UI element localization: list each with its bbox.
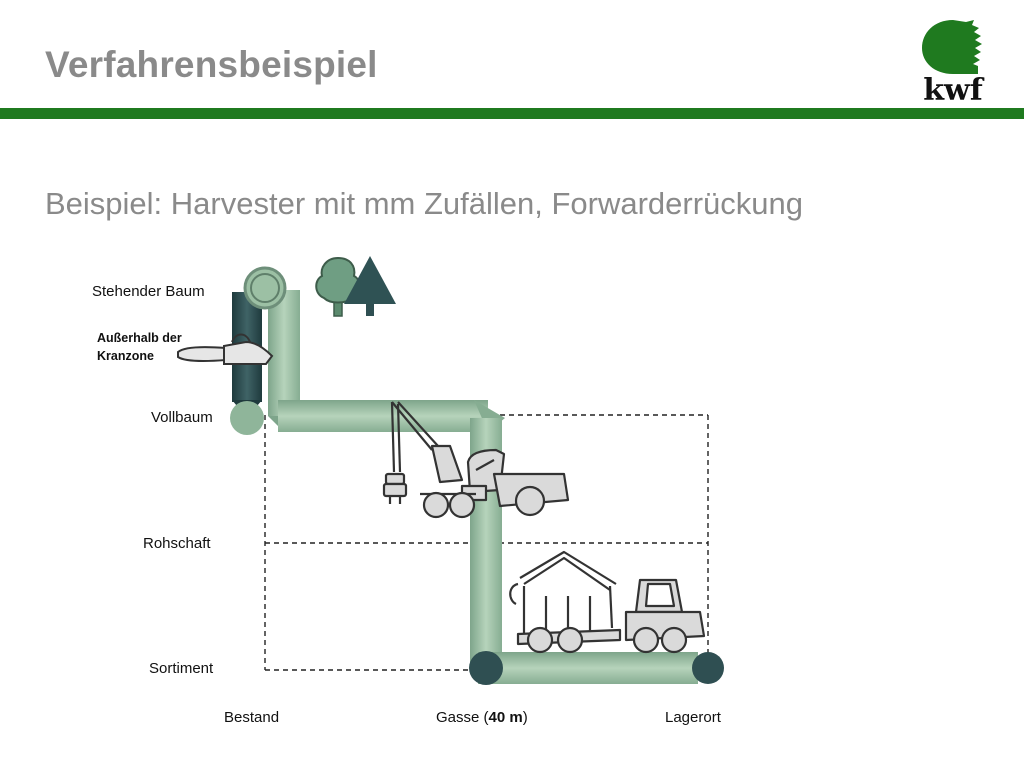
harvester-icon: [382, 401, 570, 519]
label-lagerort: Lagerort: [665, 709, 721, 726]
kwf-logo: kwf: [922, 20, 985, 104]
deciduous-tree-icon: [315, 256, 361, 317]
gasse-distance: 40 m: [488, 709, 523, 726]
label-ausserhalb-line2: Kranzone: [97, 349, 154, 363]
conifer-tree-icon: [344, 256, 396, 316]
label-bestand: Bestand: [224, 709, 280, 726]
label-ausserhalb-line1: Außerhalb der: [97, 331, 182, 345]
label-ausserhalb-kranzone: Außerhalb der Kranzone: [97, 329, 182, 365]
forwarder-icon: [509, 550, 706, 654]
label-sortiment: Sortiment: [149, 660, 214, 677]
tree-icons: [315, 256, 396, 317]
subtitle: Beispiel: Harvester mit mm Zufällen, For…: [45, 186, 804, 221]
dashed-grid: [264, 414, 709, 671]
gasse-node: [469, 651, 503, 685]
page-title: Verfahrensbeispiel: [45, 44, 378, 85]
header-divider: [0, 108, 1024, 119]
label-vollbaum: Vollbaum: [151, 409, 213, 426]
lagerort-node: [692, 652, 724, 684]
gasse-suffix: ): [522, 709, 528, 726]
chainsaw-icon: [177, 333, 274, 365]
label-stehender-baum: Stehender Baum: [92, 283, 205, 300]
vollbaum-node: [230, 401, 264, 435]
gasse-prefix: Gasse (: [436, 709, 489, 726]
logo-text: kwf: [923, 73, 985, 104]
label-rohschaft: Rohschaft: [143, 535, 211, 552]
label-gasse: Gasse (40 m): [436, 709, 528, 726]
